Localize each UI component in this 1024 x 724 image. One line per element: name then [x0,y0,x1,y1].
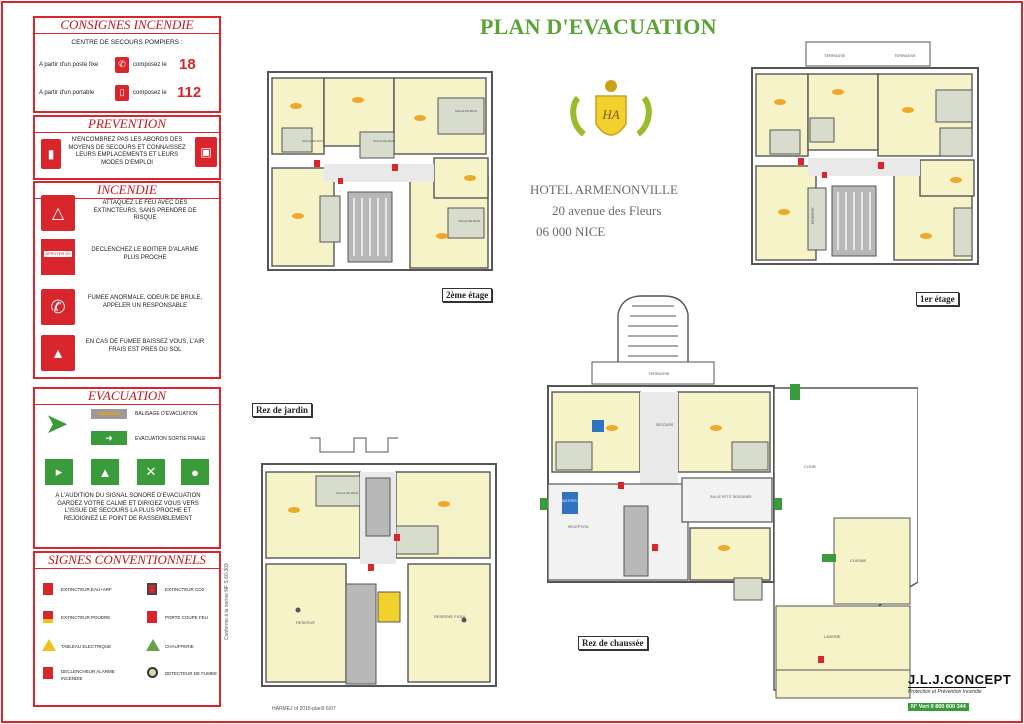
fight-fire-icon: △ [41,195,75,231]
prevention-text: N'ENCOMBREZ PAS LES ABORDS DES MOYENS DE… [68,137,186,166]
norm-credit: Conforme à la norme NF S 60-303 [224,563,230,640]
page-title: PLAN D'EVACUATION [480,14,717,39]
assembly-icon: ▲ [91,459,119,485]
mobile-action: composez le [133,89,167,96]
svg-text:TERRASSE: TERRASSE [894,53,916,58]
incendie-item-2: DECLENCHEZ LE BOITIER D'ALARME PLUS PROC… [91,247,199,261]
signe-label-7: DECLENCHEUR ALARME INCENDIE [61,669,115,681]
signe-label-3: EXTINCTEUR POUDRE [61,615,111,620]
svg-text:SECOURS: SECOURS [656,423,674,427]
mobile-number: 112 [177,84,202,101]
svg-text:RESERVE FIOUL: RESERVE FIOUL [434,614,467,619]
floor-plan-rez-de-jardin: RESERVE RESERVE FIOUL SALLE DE BAIN [261,437,497,687]
floor-plan-2eme-etage: SALLE DE BAIN SALLE DE BAIN SALLE DE BAI… [267,71,493,271]
telephone-icon: ✆ [41,289,75,325]
svg-text:LAVERIE: LAVERIE [824,634,841,639]
caption-rez-de-chaussee: Rez de chaussée [578,636,648,650]
alarm-box-icon: APPUYER ICI [41,239,75,275]
signe-label-4: PORTE COUPE FEU [165,615,208,620]
svg-text:VOUS ETES ICI: VOUS ETES ICI [558,499,581,503]
evacuation-section: EVACUATION ➤ BALISAGE D'EVACUATION ➜ EVA… [33,387,221,549]
svg-text:SALLE DE BAIN: SALLE DE BAIN [302,139,324,143]
caption-1er-etage: 1er étage [916,292,959,306]
fixed-action: composez le [133,61,167,68]
svg-text:TERRASSE: TERRASSE [824,53,846,58]
prevention-section: PREVENTION ▮ N'ENCOMBREZ PAS LES ABORDS … [33,115,221,180]
caption-2eme-etage: 2ème étage [442,288,493,302]
incendie-title: INCENDIE [35,183,219,199]
svg-text:RESERVE: RESERVE [811,207,815,224]
svg-text:RECEPTION: RECEPTION [568,525,589,529]
evacuation-title: EVACUATION [35,389,219,405]
smoke-detector-icon [147,667,158,678]
floor-plan-1er-etage: TERRASSE TERRASSE RESERVE [751,41,979,265]
svg-text:SALLE PETIT DEJEUNER: SALLE PETIT DEJEUNER [710,495,752,499]
company-brand: J.L.J.CONCEPT [908,672,1012,688]
electrical-panel-icon [42,639,56,651]
company-phone: N° Vert 0 800 800 344 [908,703,969,711]
signe-label-6: CHAUFFERIE [165,644,194,649]
signes-section: SIGNES CONVENTIONNELS EXTINCTEUR EAU+ARF… [33,551,221,707]
evacuation-text: A L'AUDITION DU SIGNAL SONORE D'EVACUATI… [55,493,201,522]
fire-extinguisher-icon: ▮ [41,139,61,169]
signe-label-8: DETECTEUR DE FUMEE [165,671,218,676]
mobile-phone-icon: ▯ [115,84,129,101]
signe-label-1: EXTINCTEUR EAU+ARF [61,587,112,592]
hotel-crest-logo: HA [570,80,652,137]
hotel-name: HOTEL ARMENONVILLE [530,182,678,197]
extinguisher-powder-icon [43,611,53,623]
fixed-number: 18 [179,56,196,73]
svg-text:SALLE DE BAIN: SALLE DE BAIN [455,109,477,113]
svg-text:RESERVE: RESERVE [296,620,315,625]
hotel-city: 06 000 NICE [536,224,606,239]
document-reference: HARMEJ of 2015-plan9 6/07 [272,706,336,712]
gathering-point-icon: ● [181,459,209,485]
svg-text:HA: HA [601,107,619,122]
boiler-room-icon [146,639,160,651]
svg-text:SALLE DE BAIN: SALLE DE BAIN [336,491,358,495]
svg-text:CUISINE: CUISINE [850,558,867,563]
alarm-speaker-icon: ▸ [45,459,73,485]
signe-label-5: TABLEAU ELECTRIQUE [61,644,112,649]
no-elevator-icon: ✕ [137,459,165,485]
balisage-label: BALISAGE D'EVACUATION [135,411,198,417]
incendie-item-4: EN CAS DE FUMEE BAISSEZ VOUS, L'AIR FRAI… [85,339,205,353]
fire-door-icon [147,611,157,623]
signe-label-2: EXTINCTEUR CO2 [165,587,205,592]
prevention-title: PREVENTION [35,117,219,133]
svg-text:SALLE DE BAIN: SALLE DE BAIN [458,219,480,223]
consignes-title: CONSIGNES INCENDIE [35,18,219,34]
signes-title: SIGNES CONVENTIONNELS [35,553,219,569]
hotel-info: HOTEL ARMENONVILLE 20 avenue des Fleurs … [530,179,680,242]
alarm-trigger-icon [43,667,53,679]
svg-text:COUR: COUR [804,464,816,469]
incendie-section: INCENDIE △ ATTAQUEZ LE FEU AVEC DES EXTI… [33,181,221,379]
consignes-section: CONSIGNES INCENDIE CENTRE DE SECOURS POM… [33,16,221,113]
svg-text:SALLE DE BAIN: SALLE DE BAIN [373,139,395,143]
company-tagline: Protection et Prévention Incendie [908,689,982,695]
extinguisher-water-icon [43,583,53,595]
company-logo: J.L.J.CONCEPT Protection et Prévention I… [908,672,1012,713]
exit-sign-icon: ➜ [91,431,127,445]
sortie-label: EVACUATION SORTIE FINALE [135,436,206,442]
balisage-arrow-icon [91,409,127,419]
extinguisher-co2-icon [147,583,157,595]
phone-icon: ✆ [115,56,129,73]
hotel-address: 20 avenue des Fleurs [552,203,662,218]
mobile-label: A partir d'un portable [39,89,95,96]
consignes-subtitle: CENTRE DE SECOURS POMPIERS : [71,39,183,46]
fire-hose-icon: ▣ [195,137,217,167]
floor-plan-rez-de-chaussee: TERRASSE VOUS ETES ICI SECOURS RECEPTION… [540,295,918,699]
caption-rez-de-jardin: Rez de jardin [252,403,312,417]
fixed-label: A partir d'un poste fixe [39,61,99,68]
incendie-item-1: ATTAQUEZ LE FEU AVEC DES EXTINCTEURS, SA… [93,200,197,221]
smoke-crawl-icon: ▲ [41,335,75,371]
svg-text:TERRASSE: TERRASSE [648,371,670,376]
incendie-item-3: FUMEE ANORMALE, ODEUR DE BRULE, APPELER … [87,295,203,309]
running-man-icon: ➤ [45,408,69,439]
